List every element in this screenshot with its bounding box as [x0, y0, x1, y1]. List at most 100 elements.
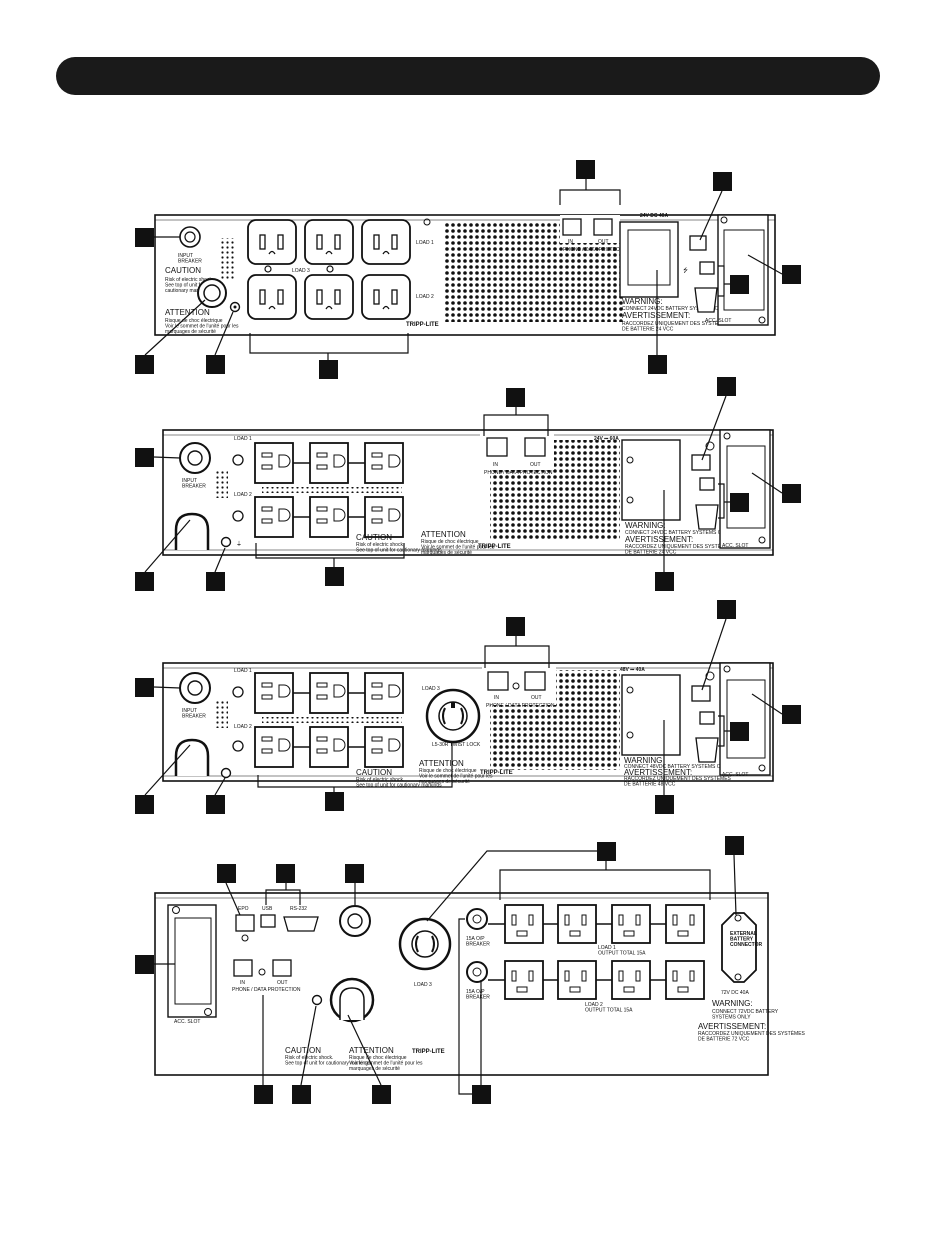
ground-screw-icon	[220, 767, 232, 779]
panel-2-phone-label: PHONE / DATA PROTECTION	[484, 470, 553, 476]
panel-4-phone-label: PHONE / DATA PROTECTION	[232, 987, 301, 993]
panel-2-attention: ATTENTION	[421, 530, 466, 539]
accessory-slot	[717, 214, 769, 326]
battery-connector-cover	[621, 439, 681, 521]
panel-1-battery-rating: 24V DC 40A	[640, 213, 668, 219]
panel-3-twist-lock-text: L5-30R TWIST LOCK	[432, 742, 481, 748]
rs232-port-icon	[695, 737, 719, 763]
panel-3-phone-out: OUT	[531, 695, 542, 701]
accessory-slot	[719, 429, 771, 549]
usb-port-icon	[699, 477, 715, 491]
rs232-port-icon	[694, 287, 718, 313]
panel-2-load-2: LOAD 2	[234, 492, 252, 498]
panel-3-caution: CAUTION	[356, 768, 392, 777]
nema-5-20r-receptacles	[488, 904, 705, 1000]
epo-port-icon	[235, 914, 255, 942]
header-banner	[56, 57, 880, 95]
external-battery-connector	[721, 912, 757, 983]
panel-4-warning: WARNING:	[712, 999, 753, 1008]
panel-3-phone-in: IN	[494, 695, 499, 701]
phone-data-ports	[560, 215, 620, 243]
panel-1-load-1: LOAD 1	[416, 240, 434, 246]
ground-screw-icon	[229, 301, 241, 313]
panel-1-phone-out: OUT	[598, 239, 609, 245]
panel-3-acc-slot: ACC. SLOT	[722, 772, 748, 778]
ground-screw-icon	[311, 994, 323, 1006]
panel-2-phone-in: IN	[493, 462, 498, 468]
accessory-slot	[167, 904, 217, 1018]
input-breaker-icon	[179, 672, 211, 704]
panel-1-load-2: LOAD 2	[416, 294, 434, 300]
panel-1-logo: TRIPP-LITE	[406, 322, 439, 328]
panel-1-load-3: LOAD 3	[292, 268, 310, 274]
phone-data-ports	[480, 432, 554, 470]
panel-1-attention: ATTENTION	[165, 308, 210, 317]
panel-4-epo: EPO	[238, 906, 249, 912]
panel-3-warning: WARNING	[624, 756, 662, 765]
panel-2-logo: TRIPP-LITE	[478, 544, 511, 550]
callouts	[135, 377, 801, 591]
callouts	[135, 600, 801, 814]
power-cord-icon	[174, 512, 210, 550]
panel-4: ACC. SLOT EPO USB RS-232 IN OUT PHONE / …	[135, 836, 806, 1104]
panel-2-battery-rating: 24V ⎓ 60A	[594, 436, 619, 442]
callouts	[135, 160, 801, 379]
rs232-port-icon	[283, 916, 319, 932]
panel-3-phone-label: PHONE / DATA PROTECTION	[486, 703, 555, 709]
twist-lock-receptacle	[398, 917, 452, 971]
panel-2-avertissement: AVERTISSEMENT:	[625, 535, 693, 544]
panel-4-phone-out: OUT	[277, 980, 288, 986]
battery-connector-cover	[619, 221, 679, 298]
panel-4-avertissement: AVERTISSEMENT:	[698, 1022, 766, 1031]
panel-3-caution-text: Risk of electric shock.See top of unit f…	[356, 777, 442, 789]
panel-4-usb: USB	[262, 906, 273, 912]
power-cord-icon	[174, 738, 210, 776]
panel-4-attention: ATTENTION	[349, 1046, 394, 1055]
svg-text:⏚: ⏚	[236, 541, 242, 548]
phone-data-ports	[233, 959, 292, 977]
panel-2-caution: CAUTION	[356, 533, 392, 542]
svg-text:⭍: ⭍	[683, 266, 688, 274]
panel-2-warning-text: CONNECT 24VDC BATTERY SYSTEMS ONLY	[625, 530, 732, 536]
output-breaker-1-icon	[466, 908, 488, 930]
panel-2-caution-text: Risk of electric shock.See top of unit f…	[356, 542, 442, 554]
callouts	[135, 836, 744, 1104]
panel-3-load-2: LOAD 2	[234, 724, 252, 730]
panel-3-battery-rating: 48V ⎓ 40A	[620, 667, 645, 673]
panel-1-avertissement: AVERTISSEMENT:	[622, 311, 690, 320]
panel-3-warning-text: CONNECT 48VDC BATTERY SYSTEMS ONLY	[624, 764, 731, 770]
panel-4-rs232: RS-232	[290, 906, 307, 912]
rs232-port-icon	[695, 504, 719, 530]
panel-1-phone-label: PHONE / DATA PROTECTION	[563, 247, 632, 253]
usb-port-icon: ⭍	[683, 261, 715, 275]
output-breaker-2-icon	[466, 961, 488, 983]
input-breaker-icon	[179, 226, 201, 248]
panel-4-caution: CAUTION	[285, 1046, 321, 1055]
battery-connector-cover	[621, 674, 681, 756]
epo-port-icon	[691, 454, 711, 471]
panel-4-logo: TRIPP-LITE	[412, 1049, 445, 1055]
panel-4-load-3: LOAD 3	[414, 982, 432, 988]
panel-4-battery-rating: 72V DC 40A	[721, 990, 749, 996]
panel-3-logo: TRIPP-LITE	[480, 770, 513, 776]
phone-data-ports	[482, 665, 556, 705]
nema-5-20r-receptacles	[254, 442, 404, 538]
panel-2-phone-out: OUT	[530, 462, 541, 468]
